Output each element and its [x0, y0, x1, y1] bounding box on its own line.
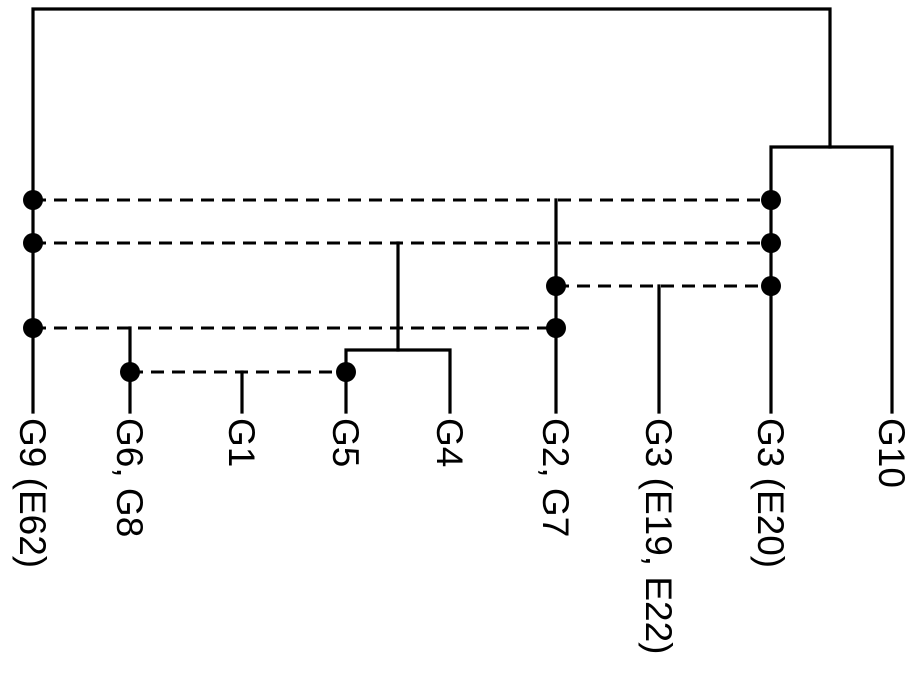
root-branch: [31, 7, 832, 414]
leaf-label-g2g7: G2, G7: [535, 418, 576, 537]
leaf-label-g1: G1: [221, 418, 262, 467]
leaf-label-g6g8: G6, G8: [109, 418, 150, 537]
dot-g3b-3: [761, 276, 781, 296]
leaf-label-g3b: G3 (E20): [750, 418, 791, 568]
dot-g5: [336, 362, 356, 382]
leaf-labels: G9 (E62) G6, G8 G1 G5 G4 G2, G7 G3 (E19,…: [12, 418, 912, 655]
leaf-label-g4: G4: [429, 418, 470, 467]
dot-g3b-2: [761, 233, 781, 253]
dot-g3b-1: [761, 190, 781, 210]
dot-g6g8: [120, 362, 140, 382]
g5-g4-clade-branch: [344, 348, 452, 414]
dot-g9-2: [23, 233, 43, 253]
leaf-label-g5: G5: [325, 418, 366, 467]
dashed-edges: [33, 198, 771, 374]
leaf-label-g3a: G3 (E19, E22): [638, 418, 679, 655]
dot-g9-1: [23, 190, 43, 210]
junction-dots: [23, 190, 781, 382]
leaf-label-g10: G10: [871, 418, 912, 488]
g3-g10-clade-branch: [769, 145, 894, 414]
dot-g2g7-1: [546, 276, 566, 296]
solid-branches: [31, 7, 894, 414]
dot-g2g7-2: [546, 318, 566, 338]
dot-g9-3: [23, 318, 43, 338]
leaf-label-g9: G9 (E62): [12, 418, 53, 568]
